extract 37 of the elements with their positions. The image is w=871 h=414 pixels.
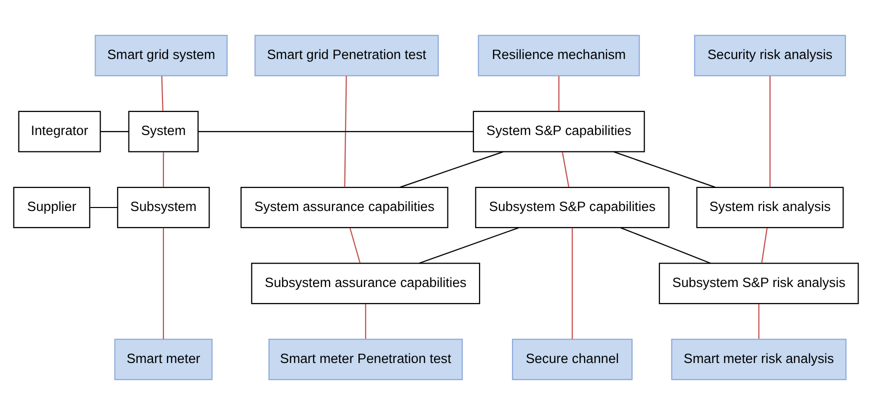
node-box: Subsystem [116, 186, 210, 228]
connector [348, 227, 360, 262]
connector [90, 206, 118, 208]
connector [418, 226, 518, 264]
node-box: Supplier [12, 186, 90, 228]
connector [160, 76, 163, 110]
connector [100, 130, 128, 132]
node-box: Secure channel [511, 338, 632, 380]
node-box: Smart meter risk analysis [670, 338, 846, 380]
connector [399, 150, 503, 188]
connector [561, 151, 569, 186]
connector [571, 227, 572, 339]
node-box: Smart grid Penetration test [254, 34, 438, 76]
node-box: Security risk analysis [694, 34, 846, 76]
connector [620, 226, 710, 264]
connector [558, 76, 559, 110]
node-box: Smart meter [114, 338, 212, 380]
connector [768, 75, 770, 187]
node-box: Smart grid system [94, 34, 228, 76]
connector [364, 303, 366, 338]
connector [162, 227, 164, 339]
connector [758, 303, 759, 338]
node-box: System assurance capabilities [240, 186, 448, 228]
node-box: Subsystem S&P capabilities [474, 186, 669, 228]
node-box: System risk analysis [696, 186, 844, 228]
node-box: Resilience mechanism [477, 34, 640, 76]
node-box: System S&P capabilities [472, 110, 644, 152]
connector [613, 150, 716, 188]
node-box: Integrator [18, 110, 100, 152]
connector [162, 152, 164, 186]
node-box: System [128, 110, 198, 152]
connector [198, 130, 473, 132]
connector [344, 75, 346, 187]
node-box: Smart meter Penetration test [268, 338, 462, 380]
node-box: Subsystem assurance capabilities [250, 262, 480, 304]
connector [760, 227, 768, 262]
node-box: Subsystem S&P risk analysis [658, 262, 858, 304]
